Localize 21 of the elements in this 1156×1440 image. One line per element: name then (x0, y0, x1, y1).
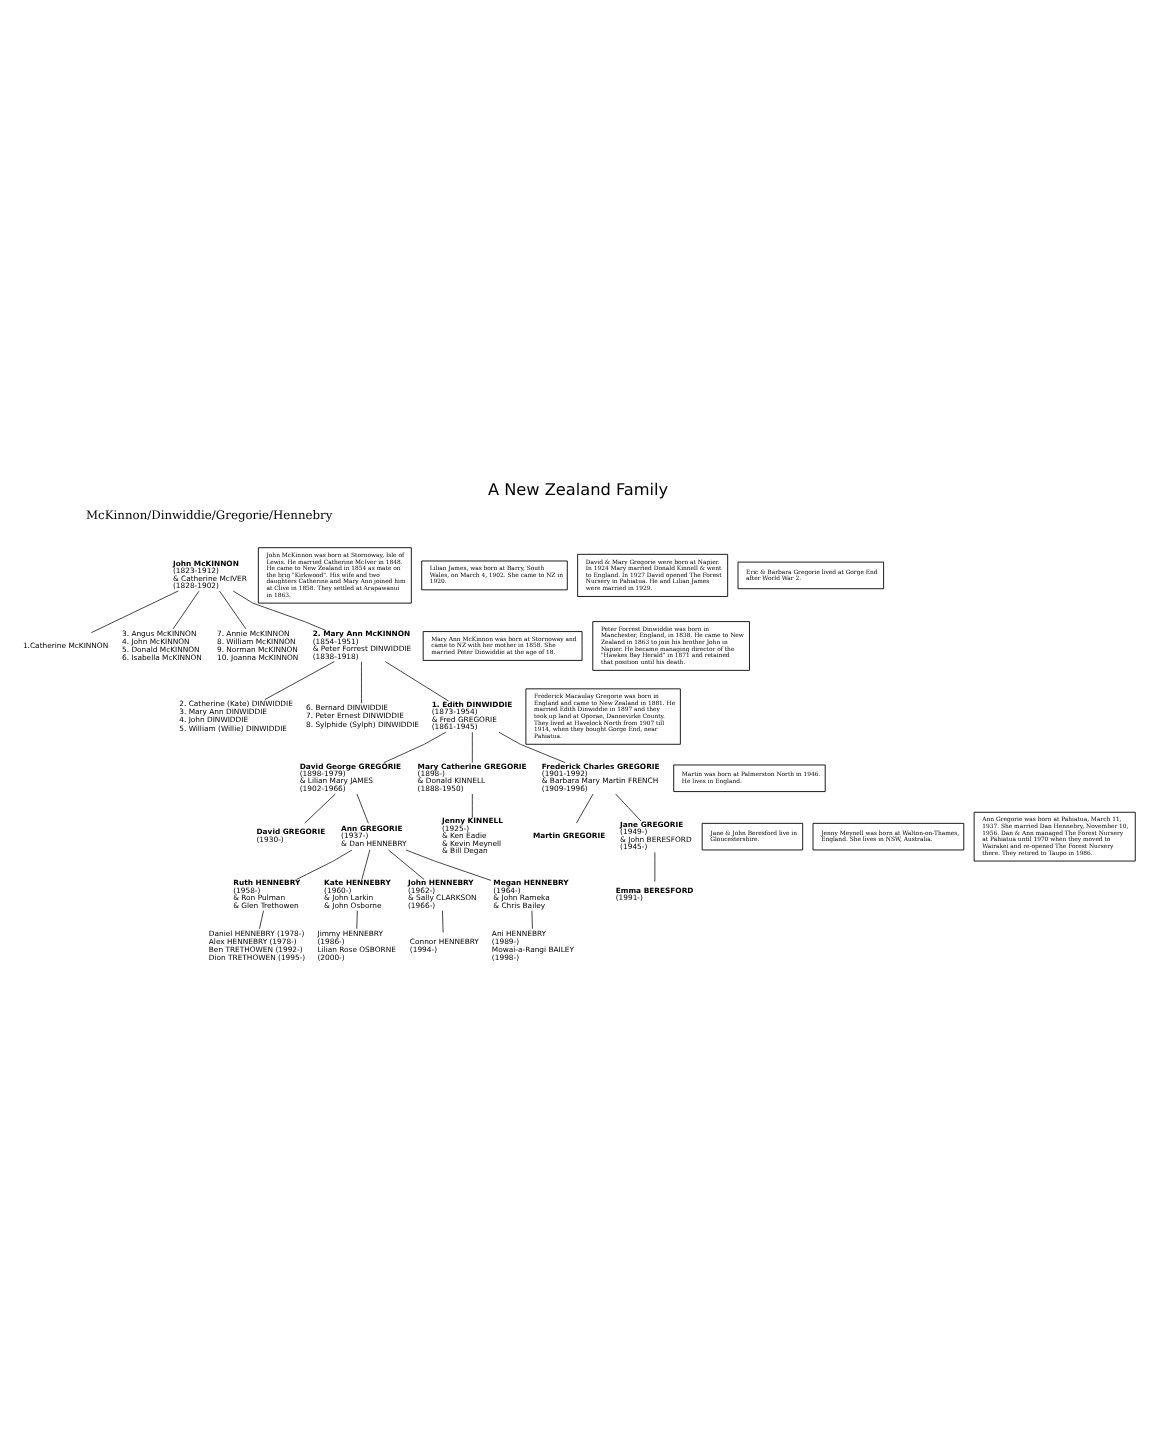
connector (304, 792, 336, 823)
connector (296, 848, 353, 879)
connector (576, 792, 594, 823)
connector (498, 730, 566, 763)
connector (388, 848, 425, 879)
connector (259, 909, 264, 929)
connector (91, 589, 179, 632)
connector (356, 792, 369, 823)
connector (405, 848, 492, 880)
connector (531, 909, 533, 929)
connector (172, 589, 200, 629)
connector (361, 848, 371, 879)
connector (264, 660, 335, 699)
connector (442, 909, 444, 932)
connector (232, 589, 327, 630)
connector (615, 792, 642, 821)
connector (384, 660, 449, 701)
connector (219, 589, 247, 629)
connector (383, 730, 447, 763)
diagram-title: A New Zealand Family (487, 477, 669, 498)
connector (361, 660, 362, 703)
